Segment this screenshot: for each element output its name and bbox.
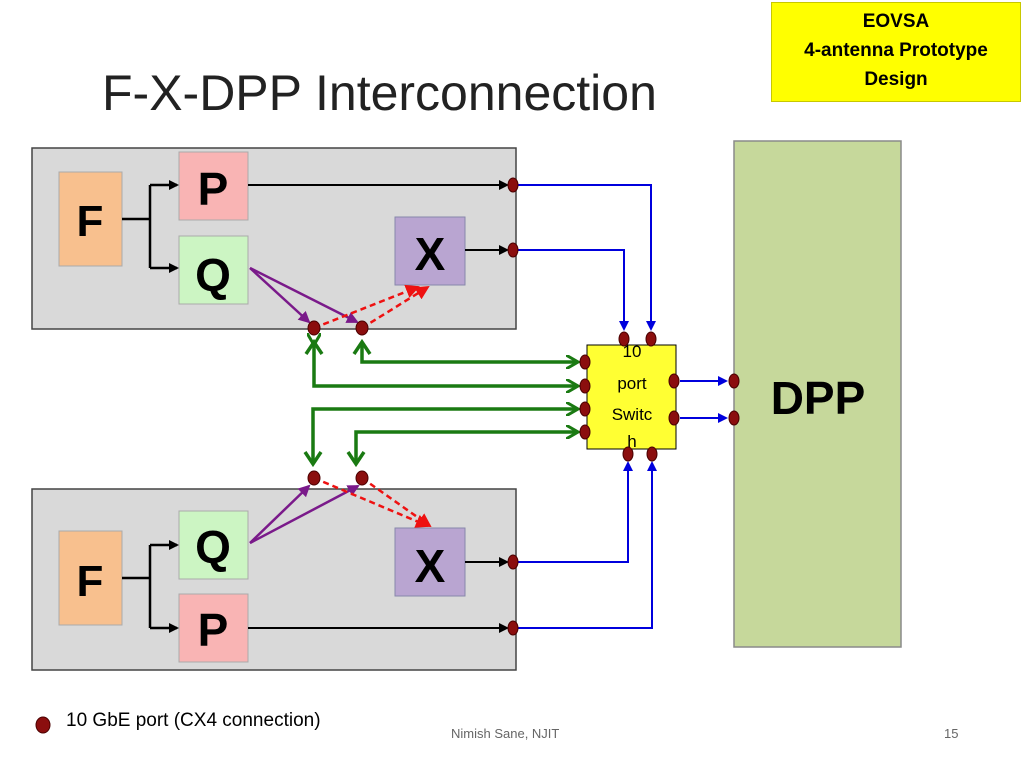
port-switch-left-4 — [579, 424, 591, 440]
top-x-label: X — [415, 228, 446, 280]
green-head-down-1 — [303, 451, 323, 468]
port-switch-right-2 — [668, 410, 680, 426]
port-top-q-a — [307, 320, 321, 336]
green-link-1 — [314, 344, 577, 386]
top-q-to-port-a — [249, 267, 311, 324]
bottom-p-label: P — [198, 604, 229, 656]
port-switch-bottom-1 — [622, 446, 634, 462]
bottom-f-label: F — [77, 557, 104, 606]
badge-line-1: EOVSA — [862, 11, 930, 32]
dpp-label: DPP — [771, 372, 866, 424]
port-switch-bottom-2 — [646, 446, 658, 462]
port-dpp-2 — [728, 410, 740, 426]
green-head-up-1 — [304, 338, 324, 355]
bottom-q-block — [178, 510, 249, 580]
green-head-down-2 — [346, 451, 366, 468]
top-p-block — [178, 151, 249, 221]
switch-line-1: 10 — [623, 342, 642, 361]
footer-author: Nimish Sane, NJIT — [451, 726, 560, 741]
green-link-3 — [311, 409, 577, 462]
legend-port-icon — [35, 716, 51, 734]
port-bottom-q-a — [307, 470, 321, 486]
port-top-x-out — [507, 242, 519, 258]
bottom-q-to-port-b — [249, 484, 360, 545]
slide-title: F-X-DPP Interconnection — [102, 65, 657, 121]
switch-line-3: Switc — [612, 405, 653, 424]
top-port-a-to-x — [313, 284, 420, 330]
top-q-to-port-b — [249, 266, 359, 324]
bottom-port-a-to-x — [313, 476, 430, 528]
top-q-block — [178, 235, 249, 305]
badge-line-3: Design — [864, 69, 928, 90]
green-head-up-2 — [352, 338, 372, 355]
bottom-q-label: Q — [195, 521, 231, 573]
switch-line-4: h — [627, 432, 636, 451]
port-switch-right-1 — [668, 373, 680, 389]
port-switch-top-2 — [645, 331, 657, 347]
port-switch-left-3 — [579, 401, 591, 417]
bottom-x-label: X — [415, 540, 446, 592]
port-bottom-p-out — [507, 620, 519, 636]
bottom-f-block — [58, 530, 123, 626]
green-link-2 — [360, 344, 577, 362]
port-top-p-out — [507, 177, 519, 193]
port-switch-left-1 — [579, 354, 591, 370]
legend-label: 10 GbE port (CX4 connection) — [66, 710, 321, 731]
blue-link-top-p — [514, 184, 656, 331]
bottom-q-to-port-a — [249, 484, 311, 544]
badge-line-2: 4-antenna Prototype — [804, 40, 988, 61]
port-switch-left-2 — [579, 378, 591, 394]
top-f-splitter — [122, 185, 152, 268]
blue-link-top-x — [514, 249, 629, 331]
page-number: 15 — [944, 726, 959, 741]
top-f-label: F — [77, 197, 104, 246]
bottom-f-splitter — [122, 545, 152, 628]
port-switch-top-1 — [618, 331, 630, 347]
port-top-q-b — [355, 320, 369, 336]
port-bottom-q-b — [355, 470, 369, 486]
port-bottom-x-out — [507, 554, 519, 570]
bottom-x-block — [394, 527, 466, 597]
port-dpp-1 — [728, 373, 740, 389]
top-q-label: Q — [195, 249, 231, 301]
dpp-block — [733, 140, 902, 648]
switch-line-2: port — [617, 374, 647, 393]
top-x-block — [394, 216, 466, 286]
top-port-b-to-x — [361, 285, 430, 330]
top-p-label: P — [198, 163, 229, 215]
blue-link-bottom-x — [514, 461, 633, 563]
top-f-block — [58, 171, 123, 267]
prototype-badge: EOVSA 4-antenna Prototype Design — [771, 2, 1021, 102]
bottom-port-b-to-x — [361, 476, 432, 528]
bottom-p-block — [178, 593, 249, 663]
green-link-4 — [354, 432, 577, 462]
ten-port-switch — [586, 344, 677, 450]
blue-link-bottom-p — [514, 461, 657, 629]
